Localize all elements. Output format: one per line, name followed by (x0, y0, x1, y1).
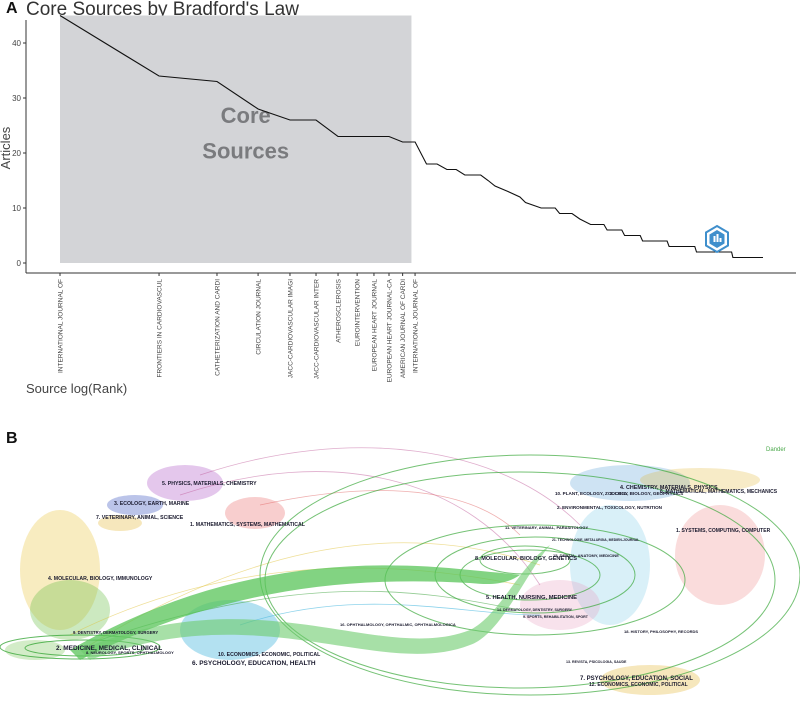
right-cluster-label: 6. MATHEMATICAL, MATHEMATICS, MECHANICS (660, 489, 778, 495)
right-cluster-label: 11. VETERINARY, ANIMAL, PARASITOLOGY (505, 525, 588, 530)
y-tick-label: 10 (12, 204, 21, 213)
watermark-label: Dander (766, 447, 786, 453)
left-cluster-label: 4. MOLECULAR, BIOLOGY, IMMUNOLOGY (48, 576, 153, 582)
left-cluster-labels: 5. PHYSICS, MATERIALS, CHEMISTRY 3. ECOL… (48, 481, 321, 667)
right-cluster-label: 10. PLANT, ECOLOGY, ZOOLOGY (555, 491, 628, 496)
right-cluster-label: 5. HEALTH, NURSING, MEDICINE (486, 595, 577, 601)
left-cluster-label: 1. MATHEMATICS, SYSTEMS, MATHEMATICAL (190, 522, 306, 528)
right-cluster-label: 1. SYSTEMS, COMPUTING, COMPUTER (676, 528, 771, 534)
y-axis-label: Articles (0, 126, 13, 169)
panel-a-letter: A (6, 0, 18, 17)
right-cluster-label: 8. MOLECULAR, BIOLOGY, GENETICS (475, 556, 577, 562)
x-axis-label: Source log(Rank) (26, 381, 127, 396)
y-tick-label: 0 (17, 259, 22, 268)
left-cluster-label: 7. VETERINARY, ANIMAL, SCIENCE (96, 515, 184, 521)
x-ticks: INTERNATIONAL JOURNAL OF FRONTIERS IN CAR… (58, 273, 420, 382)
y-tick-label: 30 (12, 94, 21, 103)
left-cluster-label: 5. PHYSICS, MATERIALS, CHEMISTRY (162, 481, 257, 487)
right-cluster-label: 7. PSYCHOLOGY, EDUCATION, SOCIAL (580, 676, 693, 682)
core-label-line1: Core (221, 103, 271, 128)
right-cluster-label: 21. TECHNOLOGIE, METALURGIA, MEDIEN-JOUR… (552, 538, 639, 542)
right-cluster-label: 3. CELL, BIOLOGY, GEOPHYSICS (610, 491, 683, 496)
x-tick-label: INTERNATIONAL JOURNAL OF (58, 279, 65, 373)
bibliometrix-hexagon-icon (705, 224, 729, 254)
y-ticks: 0 10 20 30 40 (12, 39, 26, 268)
right-cluster-label: 18. HISTORY, PHILOSOPHY, RECORDS (624, 629, 698, 634)
x-tick-label: EUROPEAN HEART JOURNAL-CA (387, 278, 394, 382)
left-cluster-label: 9. DENTISTRY, DERMATOLOGY, SURGERY (73, 630, 158, 635)
x-tick-label: ATHEROSCLEROSIS (336, 278, 343, 342)
x-tick-label: JACC-CARDIOVASCULAR IMAGI (287, 279, 294, 378)
right-map-points (520, 465, 765, 695)
x-tick-label: EUROPEAN HEART JOURNAL (371, 279, 378, 372)
left-cluster-label: 10. ECONOMICS, ECONOMIC, POLITICAL (218, 652, 321, 658)
x-tick-label: JACC-CARDIOVASCULAR INTER (314, 279, 321, 380)
bradford-chart: Core Sources 0 10 20 30 40 INTERNATIONAL JOU… (0, 15, 796, 396)
right-cluster-label: 2. ENVIRONMENTAL, TOXICOLOGY, NUTRITION (557, 505, 663, 510)
left-cluster-label: 2. MEDICINE, MEDICAL, CLINICAL (56, 645, 162, 652)
secondary-citation-band (80, 545, 550, 660)
right-cluster-label: 13. REVISTA, PSICOLOGIA, SAUDE (566, 660, 627, 664)
right-cluster-label: 9. SPORTS, REHABILITATION, SPORT (523, 615, 589, 619)
dual-map-overlay: Dander 5. PHYSICS, MATERIALS, CHEMISTRY … (0, 447, 800, 696)
green-ellipses (0, 454, 800, 696)
core-label-line2: Sources (202, 139, 289, 164)
core-sources-zone (60, 15, 412, 263)
left-cluster-label: 3. ECOLOGY, EARTH, MARINE (114, 501, 190, 507)
y-tick-label: 20 (12, 149, 21, 158)
right-cluster-label: 16. OPHTHALMOLOGY, OPHTHALMIC, OPHTHALMO… (340, 622, 456, 627)
left-cluster-label: 6. PSYCHOLOGY, EDUCATION, HEALTH (192, 660, 316, 667)
bradford-series-line (59, 15, 763, 259)
panel-b-letter: B (6, 430, 18, 447)
x-tick-label: INTERNATIONAL JOURNAL OF (413, 279, 420, 373)
right-cluster-label: 14. DERMATOLOGY, DENTISTRY, SURGERY (497, 608, 573, 612)
right-cluster-label: 12. ECONOMICS, ECONOMIC, POLITICAL (589, 682, 688, 688)
right-cluster-labels: 4. CHEMISTRY, MATERIALS, PHYSICS 6. MATH… (340, 485, 778, 688)
x-tick-label: CIRCULATION JOURNAL (256, 279, 263, 355)
left-cluster-label: 8. NEUROLOGY, SPORTS, OPHTHALMOLOGY (86, 650, 174, 655)
right-cluster-label: 15. DENTAL, ANATOMY, MEDICINE (553, 553, 619, 558)
y-tick-label: 40 (12, 39, 21, 48)
x-tick-label: AMERICAN JOURNAL OF CARDI (400, 279, 407, 378)
chart-title: Core Sources by Bradford's Law (26, 0, 299, 20)
x-tick-label: CATHETERIZATION AND CARDI (214, 279, 221, 376)
x-tick-label: EUROINTERVENTION (355, 279, 362, 346)
x-tick-label: FRONTIERS IN CARDIOVASCUL (157, 279, 164, 378)
right-cluster-label: 4. CHEMISTRY, MATERIALS, PHYSICS (620, 485, 718, 491)
main-citation-band (70, 565, 520, 660)
